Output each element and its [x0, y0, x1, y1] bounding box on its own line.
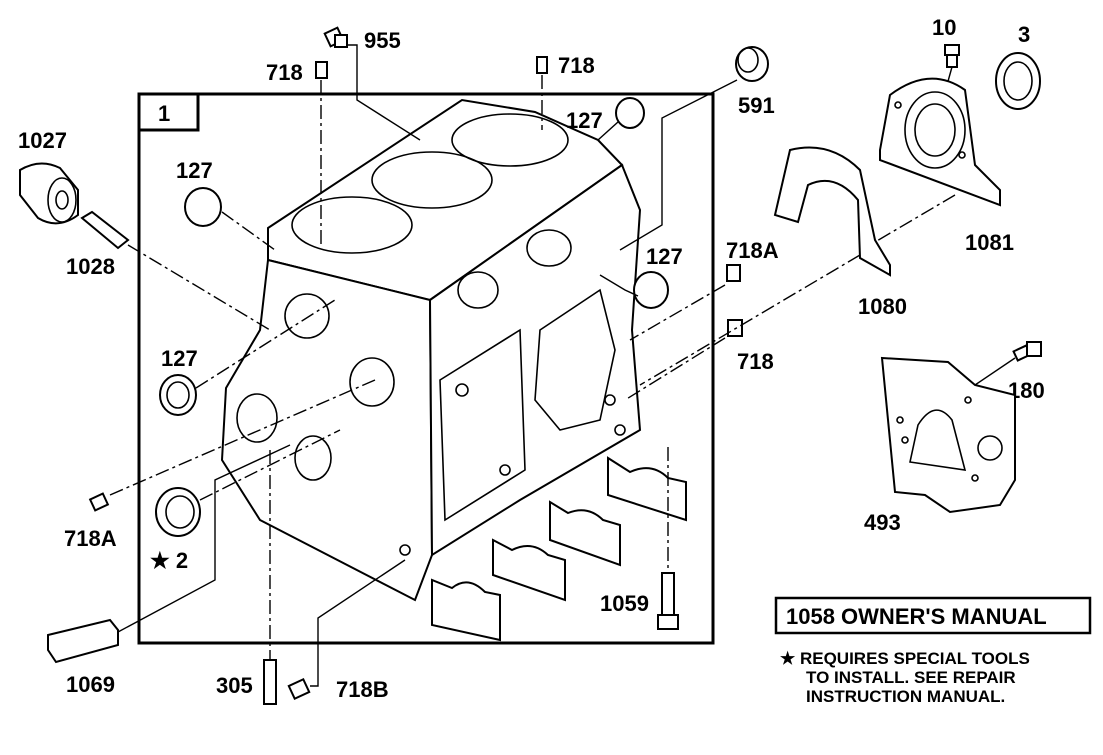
callout-127-top: 127	[566, 108, 603, 133]
bolt-180	[974, 341, 1042, 386]
callout-1059: 1059	[600, 591, 649, 616]
plug-127-left	[184, 187, 276, 251]
dowel-pin-718A-left	[88, 379, 376, 512]
plug-127-top	[597, 97, 645, 141]
owners-manual-label: 1058 OWNER'S MANUAL	[786, 604, 1047, 629]
oil-seal-3	[995, 52, 1041, 110]
callout-305: 305	[216, 673, 253, 698]
callout-591: 591	[738, 93, 775, 118]
sensor-1069	[47, 444, 291, 664]
callout-718A-left: 718A	[64, 526, 117, 551]
plug-10	[944, 44, 960, 93]
callout-block-1: 1	[158, 101, 170, 126]
callout-718-right: 718	[737, 349, 774, 374]
dowel-pin-718A-right	[629, 264, 741, 341]
callout-1027: 1027	[18, 128, 67, 153]
dowel-pin-718-top-left	[315, 61, 328, 245]
cylinder-block	[220, 98, 642, 602]
bearing-plate-1080	[639, 146, 891, 386]
cylinder-block-frame	[137, 92, 715, 645]
special-tools-note-line1: ★ REQUIRES SPECIAL TOOLS	[780, 649, 1030, 668]
callout-1081: 1081	[965, 230, 1014, 255]
dowel-pin-718-right	[624, 319, 743, 401]
bearing-caps	[431, 456, 687, 642]
callout-718A-right: 718A	[726, 238, 779, 263]
callout-1080: 1080	[858, 294, 907, 319]
callout-3: 3	[1018, 22, 1030, 47]
plug-591	[619, 46, 769, 251]
bolt-1059	[657, 447, 679, 630]
seal-housing-1081	[869, 77, 1001, 246]
callout-955: 955	[364, 28, 401, 53]
callout-10: 10	[932, 15, 956, 40]
callout-127-left: 127	[176, 158, 213, 183]
callout-718-top-left: 718	[266, 60, 303, 85]
dowel-pin-718-top-right	[536, 56, 548, 130]
plug-127-right	[599, 271, 669, 309]
oil-seal-2	[155, 429, 341, 537]
callout-1069: 1069	[66, 672, 115, 697]
plug-955	[323, 26, 421, 141]
callout-127-right: 127	[646, 244, 683, 269]
callout-1028: 1028	[66, 254, 115, 279]
gasket-plate-493	[880, 356, 1016, 514]
seal-127-lower	[159, 299, 336, 416]
callout-718B: 718B	[336, 677, 389, 702]
special-tools-note-line2: TO INSTALL. SEE REPAIR	[806, 668, 1016, 687]
fitting-1028	[80, 210, 271, 331]
owners-manual-box	[774, 596, 1092, 635]
callout-718-top-right: 718	[558, 53, 595, 78]
oil-filter-1027	[19, 162, 79, 225]
callout-2-special-tool: ★ 2	[150, 548, 188, 573]
callout-127-lower: 127	[161, 346, 198, 371]
callout-493: 493	[864, 510, 901, 535]
stud-305	[263, 450, 277, 705]
special-tools-note-line3: INSTRUCTION MANUAL.	[806, 687, 1005, 706]
dowel-pin-718B	[287, 559, 406, 701]
